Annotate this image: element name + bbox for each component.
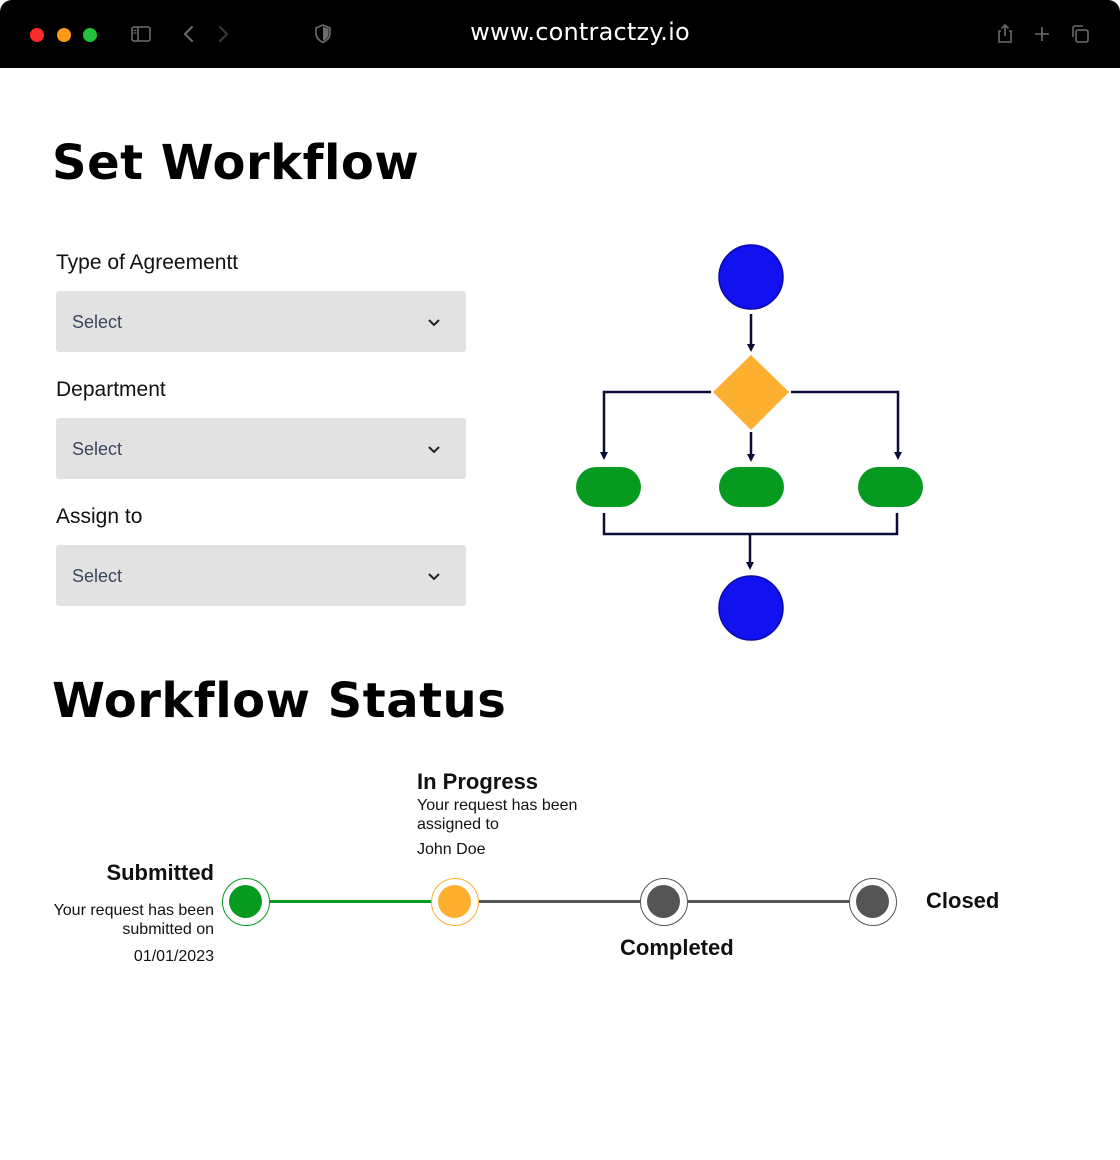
timeline-segment-done — [269, 900, 433, 903]
maximize-window-button[interactable] — [83, 28, 97, 42]
set-workflow-title: Set Workflow — [52, 135, 420, 191]
assign-to-value: Select — [72, 566, 123, 586]
assign-to-label: Assign to — [56, 505, 143, 528]
timeline-segment-pending — [479, 900, 643, 903]
step-submitted-marker — [222, 878, 270, 926]
agreement-type-select[interactable]: Select — [56, 291, 466, 352]
step-closed-title: Closed — [926, 888, 1000, 913]
department-label: Department — [56, 378, 166, 401]
minimize-window-button[interactable] — [57, 28, 71, 42]
step-in-progress-marker — [431, 878, 479, 926]
process-node — [576, 467, 641, 507]
flow-connector — [791, 390, 902, 460]
decision-node — [713, 355, 789, 430]
step-dot — [856, 885, 889, 918]
step-submitted-desc: Your request has been — [53, 902, 214, 919]
chevron-down-icon — [428, 573, 440, 581]
agreement-type-value: Select — [72, 312, 123, 332]
step-in-progress-assignee: John Doe — [417, 841, 486, 858]
process-node — [719, 467, 784, 507]
step-submitted-date: 01/01/2023 — [133, 948, 214, 965]
step-closed-marker — [849, 878, 897, 926]
step-submitted-title: Submitted — [106, 860, 214, 885]
chevron-down-icon — [428, 446, 440, 454]
share-icon[interactable] — [993, 22, 1017, 46]
timeline-segment-pending — [688, 900, 852, 903]
address-bar[interactable]: www.contractzy.io — [470, 18, 690, 46]
assign-to-select[interactable]: Select — [56, 545, 466, 606]
back-icon[interactable] — [177, 22, 201, 46]
step-dot — [229, 885, 262, 918]
step-in-progress-desc: assigned to — [417, 816, 499, 833]
step-dot — [647, 885, 680, 918]
step-submitted-desc: submitted on — [122, 921, 214, 938]
start-node — [718, 244, 784, 310]
step-completed-marker — [640, 878, 688, 926]
chevron-down-icon — [428, 319, 440, 327]
new-tab-icon[interactable] — [1030, 22, 1054, 46]
browser-toolbar: www.contractzy.io — [0, 0, 1120, 68]
step-dot — [438, 885, 471, 918]
sidebar-icon[interactable] — [129, 22, 153, 46]
flow-connector — [602, 513, 899, 536]
forward-icon[interactable] — [211, 22, 235, 46]
step-in-progress-title: In Progress — [417, 769, 539, 794]
close-window-button[interactable] — [30, 28, 44, 42]
shield-icon[interactable] — [311, 22, 335, 46]
step-in-progress-desc: Your request has been — [417, 797, 578, 814]
workflow-diagram — [576, 244, 923, 641]
department-select[interactable]: Select — [56, 418, 466, 479]
status-timeline: Submitted Your request has been submitte… — [0, 740, 1120, 1000]
tabs-icon[interactable] — [1068, 22, 1092, 46]
end-node — [718, 575, 784, 641]
workflow-status-title: Workflow Status — [52, 673, 507, 729]
step-completed-title: Completed — [620, 935, 734, 960]
department-value: Select — [72, 439, 123, 459]
process-node — [858, 467, 923, 507]
agreement-type-label: Type of Agreementt — [56, 251, 239, 274]
flow-connector — [600, 390, 711, 460]
